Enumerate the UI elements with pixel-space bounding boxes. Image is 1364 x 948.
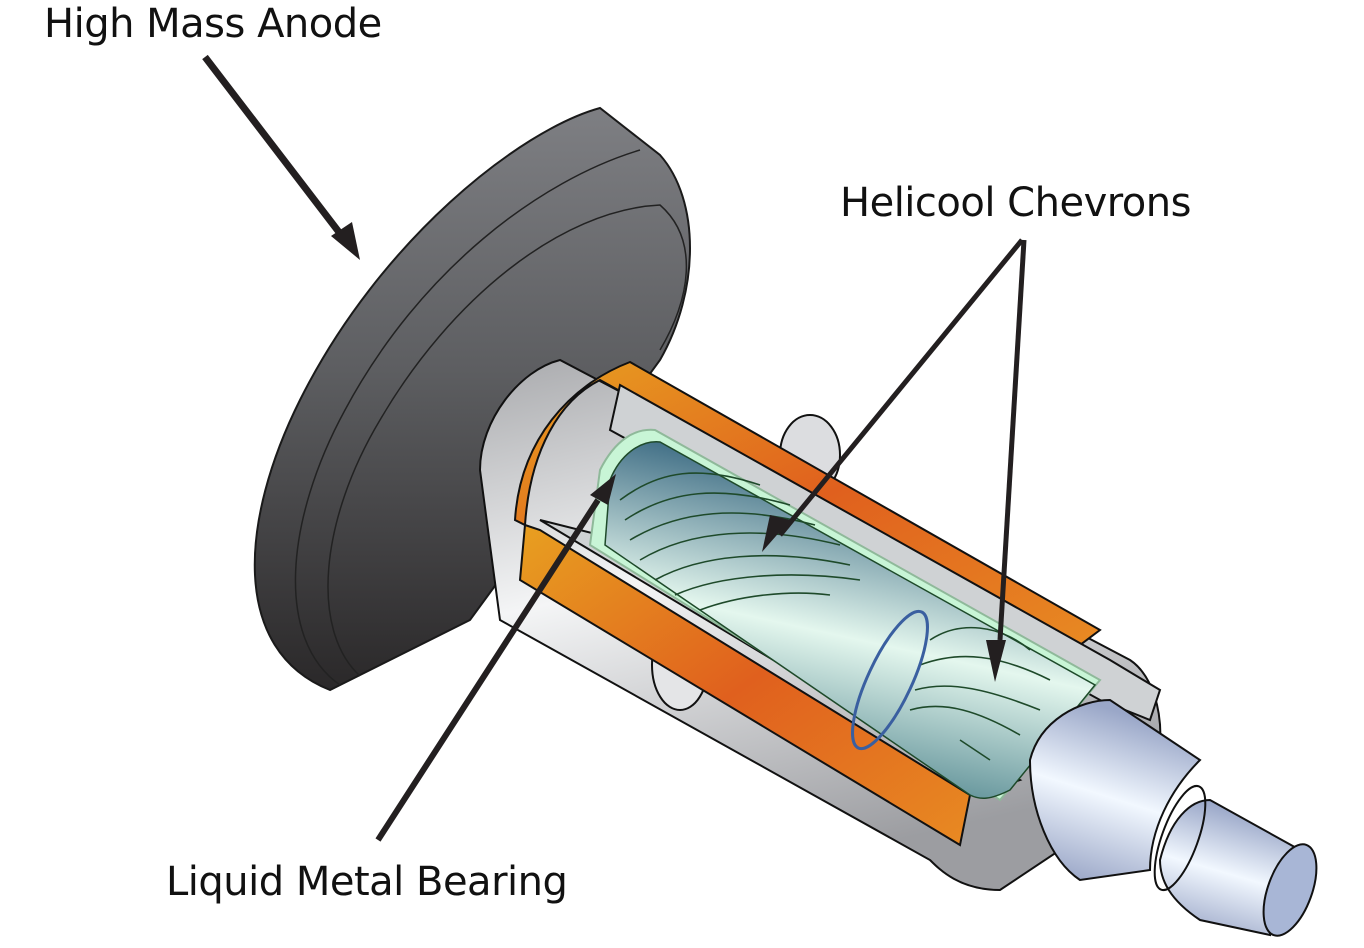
anode-disc [253, 106, 691, 692]
arrow-anode [202, 54, 360, 260]
arrow-chevrons-left [762, 238, 1024, 552]
label-helicool-chevrons: Helicool Chevrons [840, 180, 1191, 226]
end-shaft [1028, 698, 1318, 937]
grooved-shaft [604, 441, 1097, 800]
arrow-bearing [375, 474, 616, 842]
arrow-chevrons-right [986, 239, 1027, 682]
label-liquid-metal-bearing: Liquid Metal Bearing [166, 859, 568, 905]
label-high-mass-anode: High Mass Anode [44, 1, 382, 47]
chevron-grooves-set-1 [619, 472, 861, 611]
chevron-grooves-set-2 [909, 626, 1051, 761]
